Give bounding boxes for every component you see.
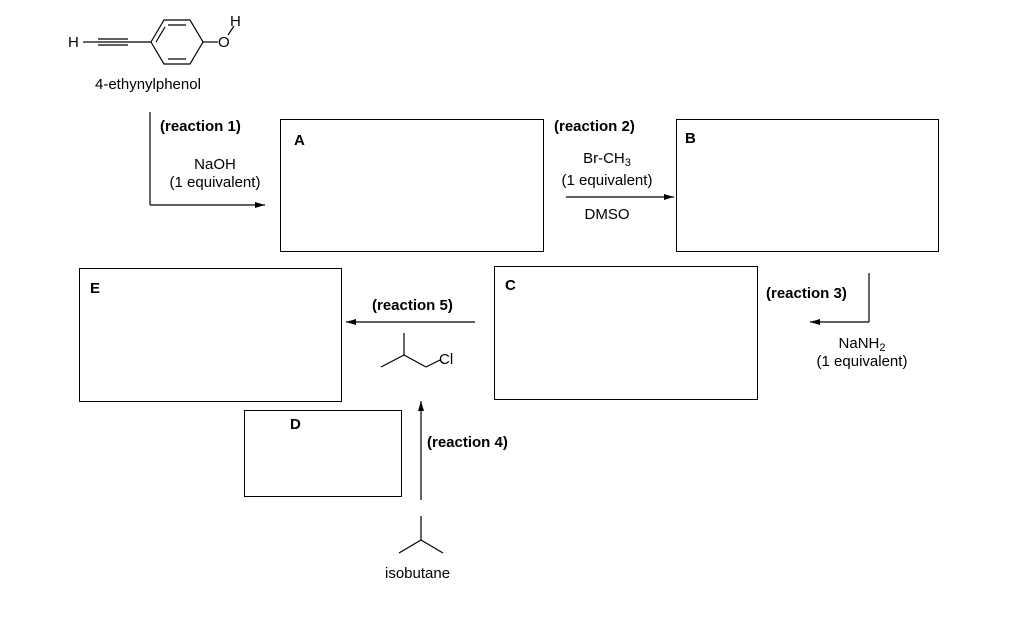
- box-b-label: B: [685, 130, 696, 147]
- reaction3-reagent-subscript: 2: [879, 342, 886, 354]
- box-c-label: C: [505, 277, 516, 294]
- reaction2-reagent: Br-CH3: [583, 150, 631, 169]
- reaction5-label: (reaction 5): [372, 297, 453, 314]
- reaction4-label: (reaction 4): [427, 434, 508, 451]
- reaction3-reagent: NaNH2: [838, 335, 886, 354]
- product-box-d[interactable]: D: [244, 410, 402, 497]
- box-e-label: E: [90, 280, 101, 297]
- reaction3-arrow: [810, 273, 870, 325]
- isobutyl-chloride-structure: [380, 333, 441, 368]
- product-box-b[interactable]: B: [676, 119, 939, 252]
- reaction3-reagent-main: NaNH: [838, 335, 880, 352]
- reaction2-label: (reaction 2): [554, 118, 635, 135]
- o-h-bond: [227, 25, 235, 36]
- 4-ethynylphenol-structure: [83, 19, 235, 65]
- reaction2-equivalents: (1 equivalent): [561, 172, 653, 189]
- starting-material-name: 4-ethynylphenol: [95, 76, 201, 93]
- reaction2-solvent: DMSO: [584, 206, 630, 223]
- benzene-ring: [150, 19, 204, 65]
- product-box-c[interactable]: C: [494, 266, 758, 400]
- reaction1-label: (reaction 1): [160, 118, 241, 135]
- reaction5-chlorine-atom: Cl: [439, 351, 454, 368]
- terminal-h-atom: H: [68, 34, 79, 51]
- reaction2-reagent-subscript: 3: [624, 157, 631, 169]
- ring-double-bond-3: [155, 26, 166, 43]
- product-box-a[interactable]: A: [280, 119, 544, 252]
- reaction3-label: (reaction 3): [766, 285, 847, 302]
- reaction1-reagent: NaOH: [194, 156, 236, 173]
- product-box-e[interactable]: E: [79, 268, 342, 402]
- oxygen-atom: O: [218, 34, 230, 51]
- reaction2-reagent-main: Br-CH: [583, 150, 625, 167]
- reaction1-equivalents: (1 equivalent): [169, 174, 261, 191]
- isobutane-structure: [398, 516, 444, 554]
- isobutane-name: isobutane: [385, 565, 451, 582]
- reaction1-arrow: [149, 112, 265, 208]
- hydroxyl-h-atom: H: [230, 13, 241, 30]
- box-d-label: D: [290, 416, 301, 433]
- reaction3-equivalents: (1 equivalent): [816, 353, 908, 370]
- box-a-label: A: [294, 132, 305, 149]
